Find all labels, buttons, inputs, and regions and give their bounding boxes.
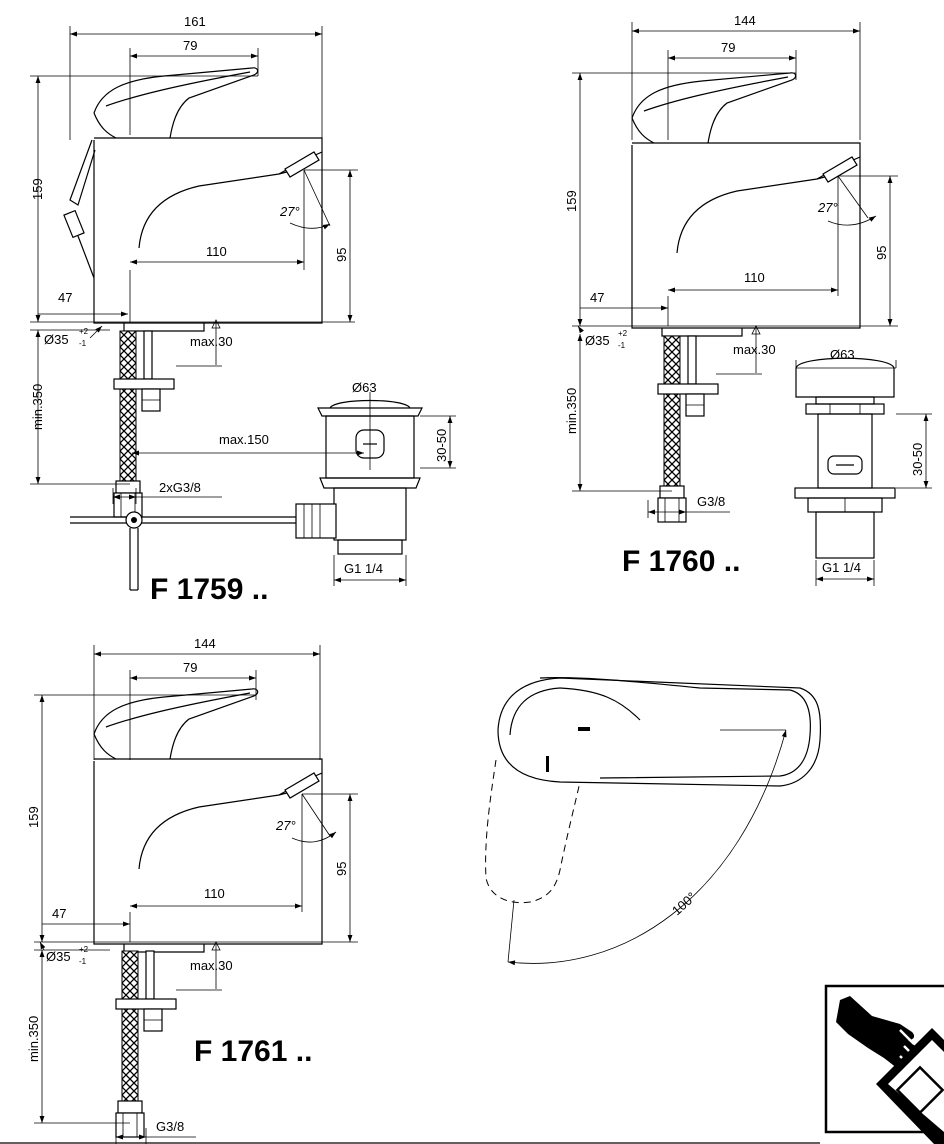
dim-height-f1761: 159 xyxy=(26,806,41,828)
tol-minus-f1759: -1 xyxy=(79,339,87,348)
dim-reach-f1759: 110 xyxy=(206,244,227,259)
dim-width-f1761: 144 xyxy=(194,636,216,651)
dim-reach-f1761: 110 xyxy=(204,886,225,901)
dim-reach-f1760: 110 xyxy=(744,270,765,285)
drain-f1760 xyxy=(794,357,896,559)
hand-and-cloth-care-icon xyxy=(824,984,944,1144)
model-label-f1761: F 1761 .. xyxy=(194,1035,312,1068)
model-label-f1760: F 1760 .. xyxy=(622,545,740,578)
dim-angle-f1761: 27° xyxy=(275,818,296,833)
dim-base-dia-f1759: Ø35 xyxy=(44,332,69,347)
dim-hose-f1760: min.350 xyxy=(564,388,579,434)
dim-base-offset-f1759: 47 xyxy=(58,290,72,305)
dim-connection-f1761: G3/8 xyxy=(156,1119,184,1134)
dim-spoutheight-f1760: 95 xyxy=(874,246,889,260)
top-view-rotation: 100° xyxy=(485,677,822,966)
dim-rod-f1759: max.150 xyxy=(219,432,269,447)
tol-plus-f1760: +2 xyxy=(618,329,628,338)
view-f1760: 144 79 159 110 95 27° 47 max.30 Ø35 +2 -… xyxy=(564,13,932,586)
dim-handle-f1761: 79 xyxy=(183,660,197,675)
dim-base-dia-f1760: Ø35 xyxy=(585,333,610,348)
tol-minus-f1761: -1 xyxy=(79,957,87,966)
view-f1759: 161 79 159 110 95 27° 47 max.30 Ø35 +2 -… xyxy=(30,14,456,606)
dim-connection-f1759: 2xG3/8 xyxy=(159,480,201,495)
faucet-body-f1759 xyxy=(93,67,323,332)
dim-height-f1760: 159 xyxy=(564,190,579,212)
dim-width-f1760: 144 xyxy=(734,13,756,28)
dim-spoutheight-f1761: 95 xyxy=(334,862,349,876)
dim-rotation-angle: 100° xyxy=(669,889,699,918)
dim-drain-thread-f1759: G1 1/4 xyxy=(344,561,383,576)
model-label-f1759: F 1759 .. xyxy=(150,573,268,606)
dim-base-offset-f1761: 47 xyxy=(52,906,66,921)
dim-deck-f1759: max.30 xyxy=(190,334,233,349)
tol-plus-f1759: +2 xyxy=(79,327,89,336)
dim-drain-range-f1759: 30-50 xyxy=(434,429,449,462)
tol-plus-f1761: +2 xyxy=(79,945,89,954)
dim-base-offset-f1760: 47 xyxy=(590,290,604,305)
dim-handle-f1760: 79 xyxy=(721,40,735,55)
dim-angle-f1759: 27° xyxy=(279,204,300,219)
hoses-f1761 xyxy=(115,950,177,1138)
dim-base-dia-f1761: Ø35 xyxy=(46,949,71,964)
dim-width-f1759: 161 xyxy=(184,14,206,29)
dim-hose-f1761: min.350 xyxy=(26,1016,41,1062)
dim-drain-dia-f1759: Ø63 xyxy=(352,380,377,395)
dim-spoutheight-f1759: 95 xyxy=(334,248,349,262)
dim-deck-f1761: max.30 xyxy=(190,958,233,973)
dim-drain-range-f1760: 30-50 xyxy=(910,443,925,476)
tol-minus-f1760: -1 xyxy=(618,341,626,350)
dim-connection-f1760: G3/8 xyxy=(697,494,725,509)
dim-height-f1759: 159 xyxy=(30,178,45,200)
dim-drain-dia-f1760: Ø63 xyxy=(830,347,855,362)
dim-drain-thread-f1760: G1 1/4 xyxy=(822,560,861,575)
drain-f1759 xyxy=(295,399,423,555)
dim-angle-f1760: 27° xyxy=(817,200,838,215)
dim-hose-f1759: min.350 xyxy=(30,384,45,430)
view-f1761: 144 79 159 110 95 27° 47 max.30 Ø35 +2 -… xyxy=(26,636,358,1144)
dim-deck-f1760: max.30 xyxy=(733,342,776,357)
dim-handle-f1759: 79 xyxy=(183,38,197,53)
